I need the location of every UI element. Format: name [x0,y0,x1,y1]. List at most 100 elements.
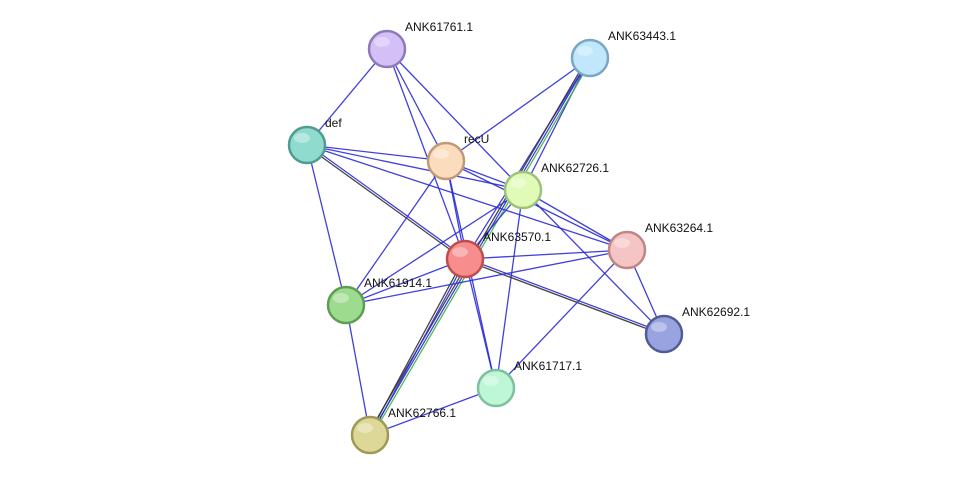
node-highlight [294,133,310,143]
edge-line-blue [386,48,524,191]
node-circle[interactable] [445,239,485,279]
edge-ank61717-1-ank62766-1 [369,387,497,436]
edge-ank63264-1-ank61914-1 [345,249,628,306]
node-circle[interactable] [326,285,366,325]
edge-line-blue [445,57,591,162]
edge-line-dark [368,258,465,435]
node-recu[interactable]: recU [426,132,489,181]
node-ank61761-1[interactable]: ANK61761.1 [367,20,473,69]
node-label: ANK61761.1 [405,20,473,34]
edge-line-dark [464,259,664,336]
edge-line-blue [386,48,466,260]
edge-line-blue [465,257,665,334]
node-ank61717-1[interactable]: ANK61717.1 [476,359,582,408]
node-highlight [333,293,349,303]
node-circle[interactable] [350,415,390,455]
edge-line-blue [369,387,497,436]
node-circle[interactable] [367,29,407,69]
node-ank63264-1[interactable]: ANK63264.1 [607,221,713,270]
edge-line-blue [495,189,524,389]
edge-ank62726-1-ank62692-1 [522,189,665,335]
edge-line-green [371,58,593,437]
edge-ank61761-1-recu [386,48,447,162]
node-ank62692-1[interactable]: ANK62692.1 [644,305,750,354]
edge-line-blue [386,48,447,162]
edge-line-blue [306,144,447,162]
node-circle[interactable] [570,38,610,78]
node-label: ANK63264.1 [645,221,713,235]
node-label: ANK63570.1 [483,230,551,244]
edge-line-blue [306,48,388,146]
edges-layer [305,48,665,437]
node-ank63570-1[interactable]: ANK63570.1 [445,230,551,279]
edge-line-blue [495,249,628,389]
node-highlight [614,238,630,248]
edge-line-blue [345,160,447,306]
edge-ank63570-1-ank62692-1 [464,257,665,336]
edge-ank62726-1-ank61717-1 [495,189,524,389]
edge-def-ank63570-1 [305,143,467,261]
node-highlight [651,322,667,332]
edge-def-ank63264-1 [306,144,628,251]
edge-line-blue [306,144,347,306]
node-label: ANK62692.1 [682,305,750,319]
node-circle[interactable] [607,230,647,270]
node-highlight [452,247,468,257]
node-label: recU [464,132,489,146]
edge-line-blue [370,259,467,436]
edge-ank62726-1-ank63264-1 [522,189,628,251]
node-label: ANK63443.1 [608,29,676,43]
edge-line-blue [522,189,628,251]
edge-line-blue [345,258,466,306]
edge-line-blue [464,57,591,260]
node-circle[interactable] [287,125,327,165]
edge-line-blue [445,160,628,251]
edge-line-blue [522,57,591,191]
node-highlight [483,376,499,386]
edge-def-ank61914-1 [306,144,347,306]
node-circle[interactable] [503,170,543,210]
node-highlight [510,178,526,188]
node-ank63443-1[interactable]: ANK63443.1 [570,29,676,78]
edge-ank63570-1-ank61914-1 [345,258,466,306]
edge-recu-ank61914-1 [345,160,447,306]
node-ank62726-1[interactable]: ANK62726.1 [503,161,609,210]
node-highlight [433,149,449,159]
node-label: ANK61914.1 [364,276,432,290]
edge-ank63443-1-ank62726-1 [522,57,591,191]
node-ank61914-1[interactable]: ANK61914.1 [326,276,432,325]
edge-line-blue [306,144,628,251]
edge-line-blue [306,144,524,191]
node-circle[interactable] [426,141,466,181]
node-highlight [577,46,593,56]
edge-line-blue [464,249,628,260]
node-highlight [374,37,390,47]
node-label: ANK62766.1 [388,406,456,420]
edge-line-blue [369,57,591,436]
edge-line-dark [305,145,465,261]
edge-ank63443-1-ank63570-1 [464,57,591,260]
edge-def-ank62726-1 [306,144,524,191]
edge-ank61761-1-def [306,48,388,146]
edge-line-blue [345,189,524,306]
edge-line-blue [522,189,665,335]
node-highlight [357,423,373,433]
edge-ank63264-1-ank61717-1 [495,249,628,389]
node-circle[interactable] [476,368,516,408]
edge-line-blue [345,304,371,436]
node-def[interactable]: def [287,116,342,165]
node-label: ANK62726.1 [541,161,609,175]
edge-line-blue [307,143,467,259]
edge-ank63443-1-recu [445,57,591,162]
node-ank62766-1[interactable]: ANK62766.1 [350,406,456,455]
edge-ank63570-1-ank62766-1 [368,258,467,436]
edge-ank62726-1-ank61914-1 [345,189,524,306]
edge-ank61761-1-ank63570-1 [386,48,466,260]
edge-ank61914-1-ank62766-1 [345,304,371,436]
node-label: ANK61717.1 [514,359,582,373]
node-circle[interactable] [644,314,684,354]
edge-line-blue [345,249,628,306]
edge-ank63570-1-ank63264-1 [464,249,628,260]
